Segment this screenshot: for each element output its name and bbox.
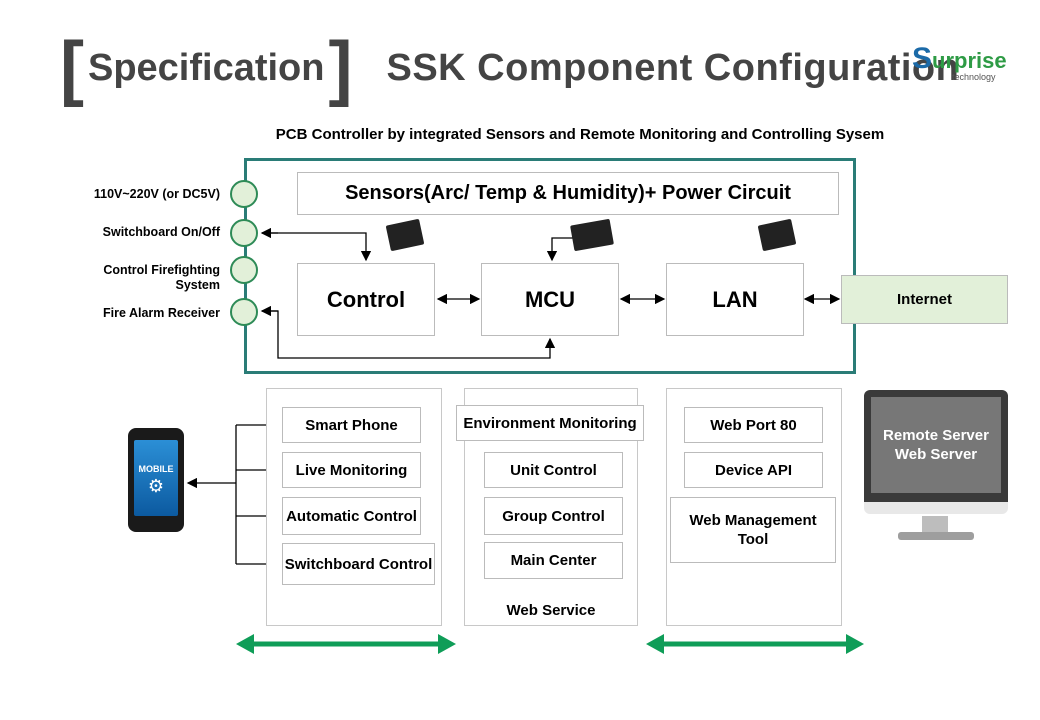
logo-initial: S	[912, 42, 933, 75]
monitor-line-web-server: Web Server	[894, 446, 978, 463]
monitor-screen: Remote Server Web Server	[871, 397, 1001, 493]
mobile-item-automatic-control: Automatic Control	[282, 497, 421, 535]
monitor-chin	[864, 502, 1008, 514]
page-title: SSK Component Configuration	[386, 46, 960, 89]
phone-mobile-label: MOBILE	[138, 464, 174, 474]
web-item-main-center: Main Center	[484, 542, 623, 579]
input-label-fire-alarm: Fire Alarm Receiver	[103, 306, 220, 320]
input-circle-fire-alarm	[230, 298, 258, 326]
sensors-power-circuit-block: Sensors(Arc/ Temp & Humidity)+ Power Cir…	[297, 172, 839, 215]
mobile-item-switchboard-control: Switchboard Control	[282, 543, 435, 585]
control-block: Control	[297, 263, 435, 336]
web-item-environment-monitoring: Environment Monitoring	[456, 405, 644, 441]
title-bracket-close: ]	[328, 28, 353, 108]
input-circle-firefighting	[230, 256, 258, 284]
mobile-item-smart-phone: Smart Phone	[282, 407, 421, 443]
mcu-block: MCU	[481, 263, 619, 336]
input-label-power: 110V~220V (or DC5V)	[93, 187, 220, 201]
server-item-web-port: Web Port 80	[684, 407, 823, 443]
monitor-stand	[922, 516, 948, 532]
web-item-group-control: Group Control	[484, 497, 623, 535]
green-arrow-left	[236, 634, 456, 654]
page-header: [ Specification ] SSK Component Configur…	[60, 28, 959, 108]
gear-icon: ⚙	[147, 476, 165, 496]
title-bracket-open: [	[60, 28, 84, 108]
web-item-unit-control: Unit Control	[484, 452, 623, 488]
surprise-logo: Surprise technology	[912, 42, 1012, 86]
mobile-item-live-monitoring: Live Monitoring	[282, 452, 421, 488]
server-item-web-management-tool: Web Management Tool	[670, 497, 836, 563]
lan-block: LAN	[666, 263, 804, 336]
input-circle-switchboard	[230, 219, 258, 247]
logo-subtext: technology	[952, 72, 996, 82]
monitor-icon: Remote Server Web Server	[864, 390, 1008, 514]
monitor-stand-base	[898, 532, 974, 540]
input-label-firefighting: Control Firefighting System	[103, 263, 220, 292]
phone-screen: MOBILE ⚙	[134, 440, 178, 516]
diagram-subtitle: PCB Controller by integrated Sensors and…	[275, 126, 885, 143]
internet-block: Internet	[841, 275, 1008, 324]
input-label-switchboard: Switchboard On/Off	[102, 225, 220, 239]
input-circle-power	[230, 180, 258, 208]
logo-word: urprise	[932, 48, 1007, 73]
green-arrow-right	[646, 634, 864, 654]
monitor-line-remote-server: Remote Server	[883, 427, 989, 444]
title-section-word: Specification	[87, 46, 325, 89]
server-item-device-api: Device API	[684, 452, 823, 488]
mobile-phone-icon: MOBILE ⚙	[128, 428, 184, 532]
web-service-label: Web Service	[506, 602, 596, 619]
